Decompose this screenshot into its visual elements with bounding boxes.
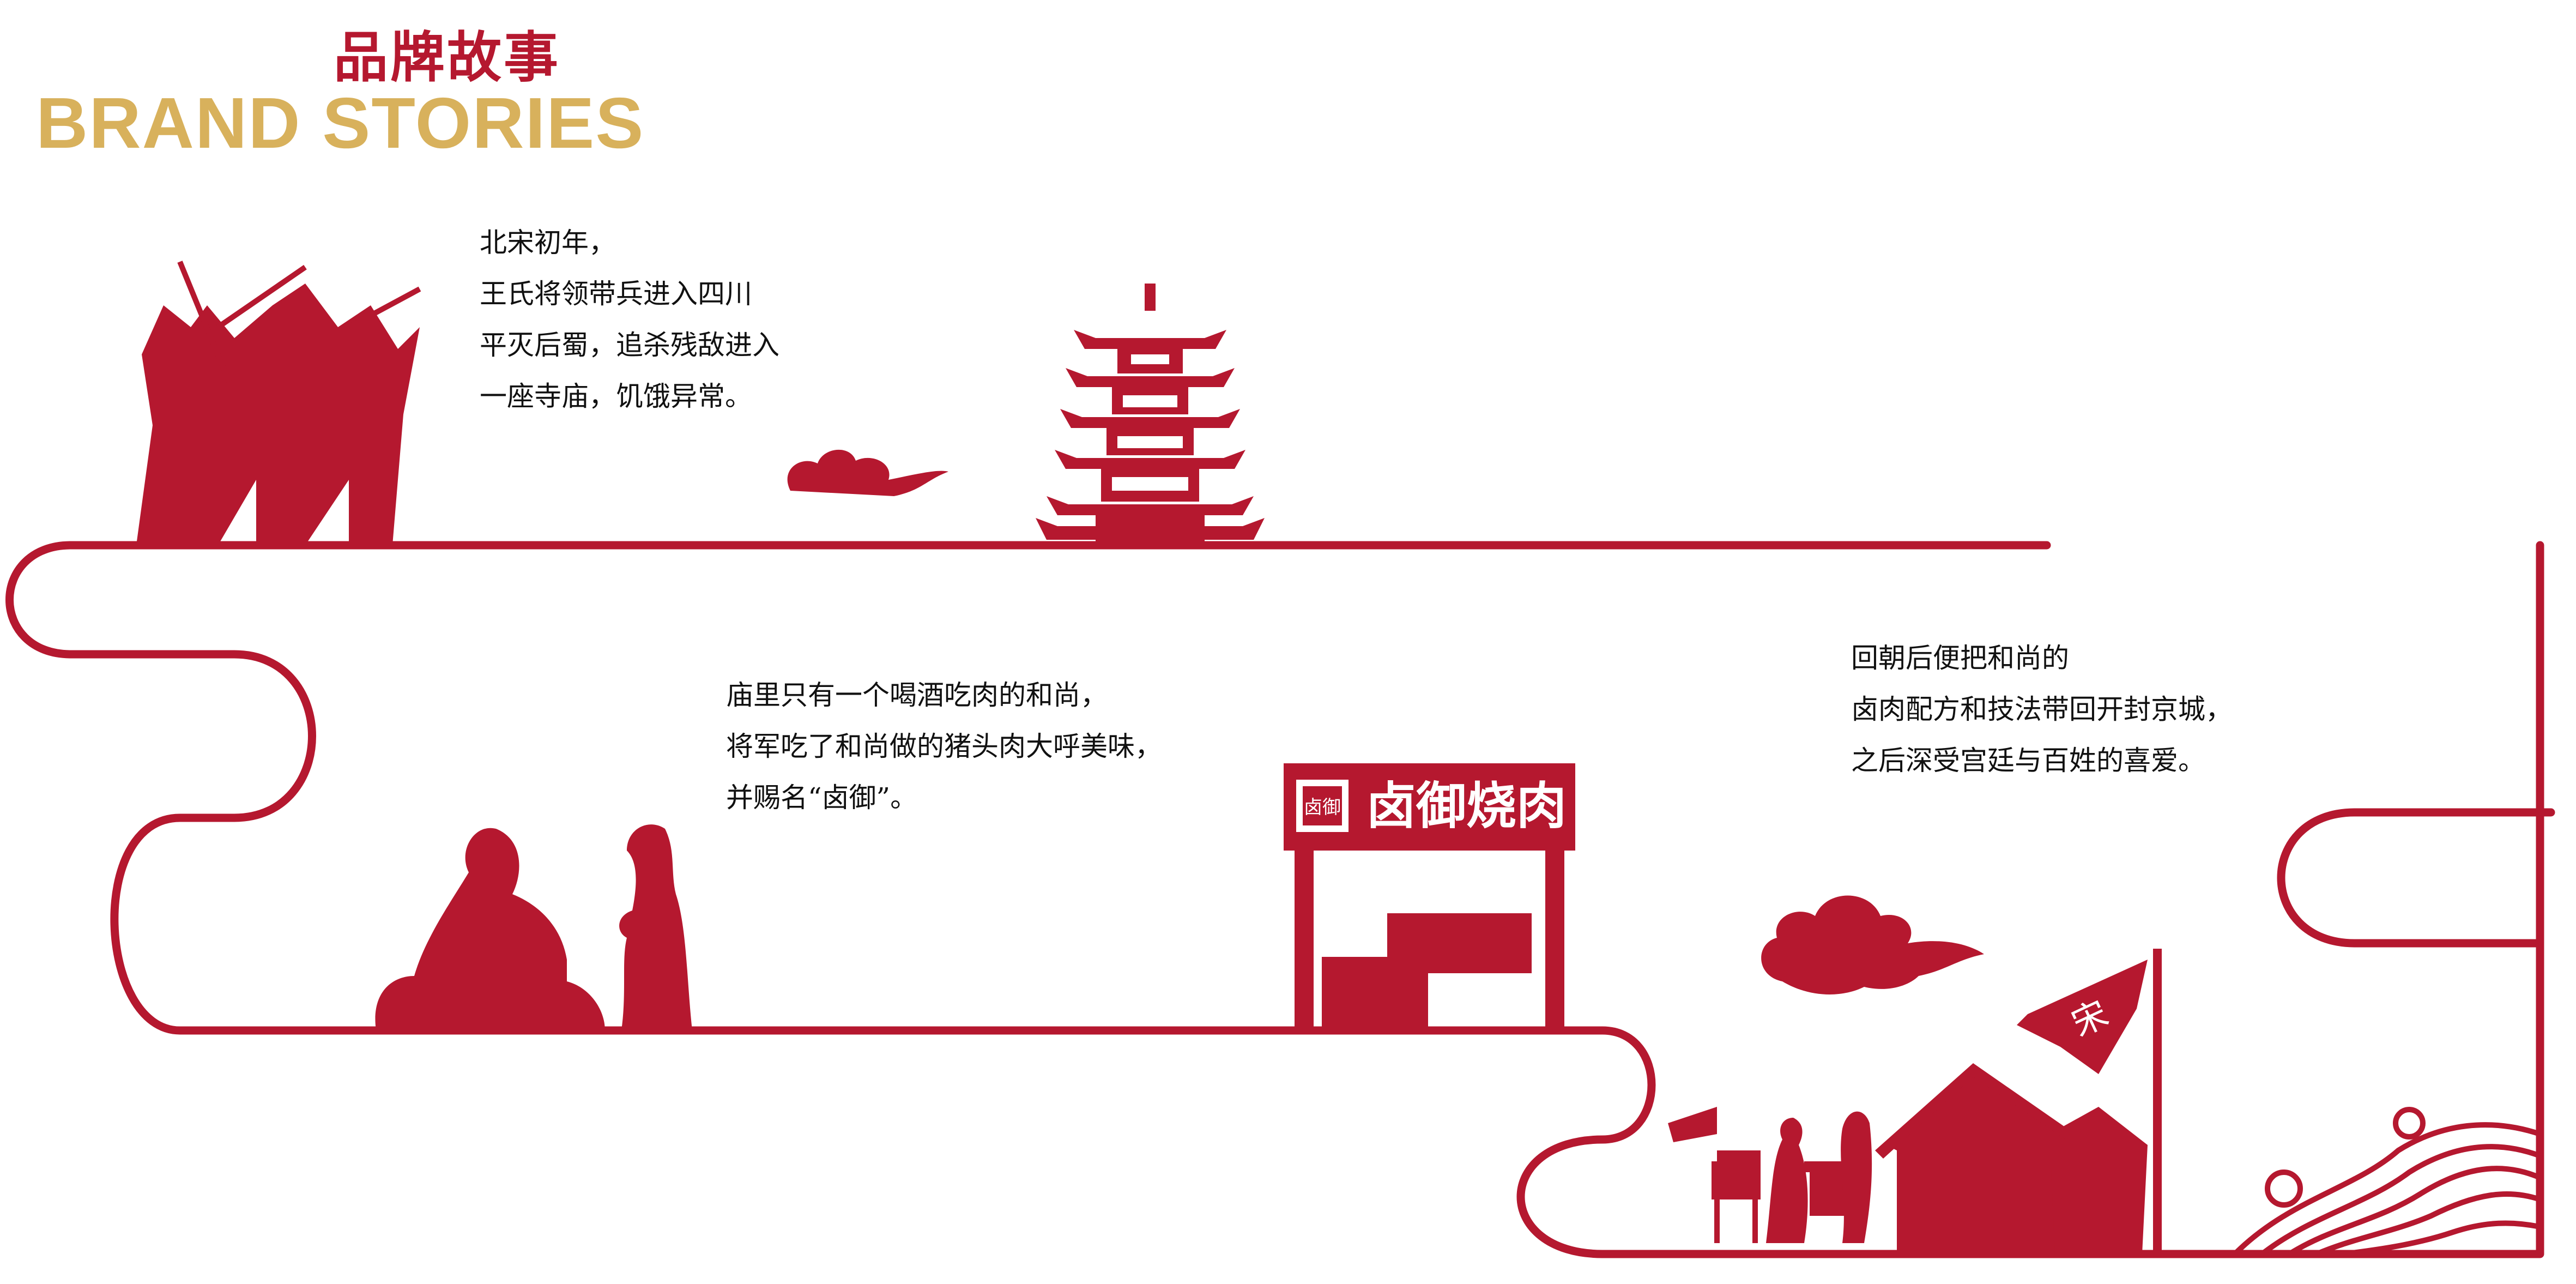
timeline-right-curve [2277, 808, 2555, 948]
story-line: 庙里只有一个喝酒吃肉的和尚， [726, 679, 1108, 711]
section-title-en: BRAND STORIES [36, 83, 645, 163]
story-line: 北宋初年， [480, 227, 616, 258]
story-line: 回朝后便把和尚的 [1851, 642, 2069, 674]
horsemen-icon [136, 261, 421, 545]
cloud-large-icon [1761, 895, 1984, 994]
story-line: 并赐名“卤御”。 [726, 782, 918, 813]
cloud-icon [787, 449, 948, 496]
story-text-3: 回朝后便把和尚的 卤肉配方和技法带回开封京城， 之后深受宫廷与百姓的喜爱。 [1851, 632, 2233, 786]
story-line: 平灭后蜀，追杀残敌进入 [480, 329, 779, 361]
shop-sign-text: 卤御烧肉 [1366, 777, 1567, 835]
story-text-2: 庙里只有一个喝酒吃肉的和尚， 将军吃了和尚做的猪头肉大呼美味， 并赐名“卤御”。 [726, 670, 1162, 823]
story-line: 之后深受宫廷与百姓的喜爱。 [1851, 745, 2205, 776]
shop-sign-icon [1284, 763, 1575, 1030]
section-title-cn: 品牌故事 [334, 26, 560, 89]
general-monk-icon [375, 824, 692, 1030]
pagoda-icon [1036, 284, 1265, 542]
story-line: 卤肉配方和技法带回开封京城， [1851, 694, 2233, 725]
waves-icon [2233, 1107, 2541, 1257]
timeline-path [5, 541, 2544, 1258]
story-line: 王氏将领带兵进入四川 [480, 278, 752, 310]
house-icon [1875, 1063, 2148, 1254]
shop-seal-text: 卤御 [1304, 797, 1341, 818]
story-text-1: 北宋初年， 王氏将领带兵进入四川 平灭后蜀，追杀残敌进入 一座寺庙，饥饿异常。 [480, 217, 779, 422]
flag-icon [2017, 949, 2162, 1254]
story-line: 一座寺庙，饥饿异常。 [480, 381, 752, 412]
street-vendor-icon [1668, 1107, 1872, 1243]
story-line: 将军吃了和尚做的猪头肉大呼美味， [726, 731, 1162, 762]
